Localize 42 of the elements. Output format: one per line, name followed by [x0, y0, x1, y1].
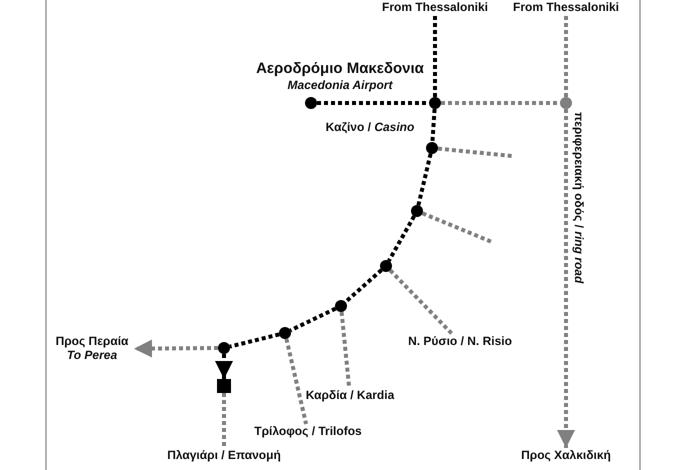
- place-label: From Thessaloniki: [506, 0, 626, 14]
- junction-dot: [426, 142, 438, 154]
- road-arrow: [134, 340, 218, 358]
- road-line: [317, 101, 429, 105]
- road-line: [430, 108, 437, 142]
- junction-dot: [279, 327, 291, 339]
- road-line: [441, 101, 560, 105]
- road-line: [564, 16, 568, 97]
- road-line: [290, 306, 336, 332]
- square-marker: [217, 379, 231, 393]
- junction-dot: [380, 260, 392, 272]
- place-label: Ν. Ρύσιο / Ν. Risio: [400, 334, 520, 348]
- road-line: [340, 312, 352, 388]
- road-line: [388, 268, 454, 336]
- place-label: Καρδία / Kardia: [300, 388, 400, 402]
- junction-dot: [411, 205, 423, 217]
- place-label: Προς Χαλκιδική: [516, 448, 616, 462]
- road-line: [416, 153, 433, 206]
- road-line: [422, 211, 493, 244]
- place-label: From Thessaloniki: [375, 0, 495, 14]
- road-line: [387, 215, 416, 262]
- road-arrow: [557, 109, 575, 448]
- place-label: Τρίλοφος / Trilofos: [248, 424, 368, 438]
- place-label: Καζίνο / Casino: [324, 120, 416, 134]
- road-arrow: [215, 354, 233, 379]
- junction-dot: [429, 97, 441, 109]
- junction-dot: [218, 342, 230, 354]
- road-line: [344, 268, 383, 304]
- junction-dot: [560, 97, 572, 109]
- road-line: [284, 338, 308, 424]
- road-line: [433, 16, 437, 97]
- place-label: Macedonia Airport: [286, 78, 394, 92]
- place-label: To Perea: [66, 348, 118, 362]
- edge-label: περιφερειακή οδός / ring road: [572, 112, 586, 284]
- junction-dot: [335, 300, 347, 312]
- road-line: [222, 393, 226, 448]
- place-label: Αεροδρόμιο Μακεδονια: [255, 62, 425, 76]
- place-label: Προς Περαία: [54, 334, 130, 348]
- road-line: [229, 332, 280, 349]
- place-label: Πλαγιάρι / Επανομή: [164, 448, 284, 462]
- road-line: [438, 146, 512, 158]
- junction-dot: [305, 97, 317, 109]
